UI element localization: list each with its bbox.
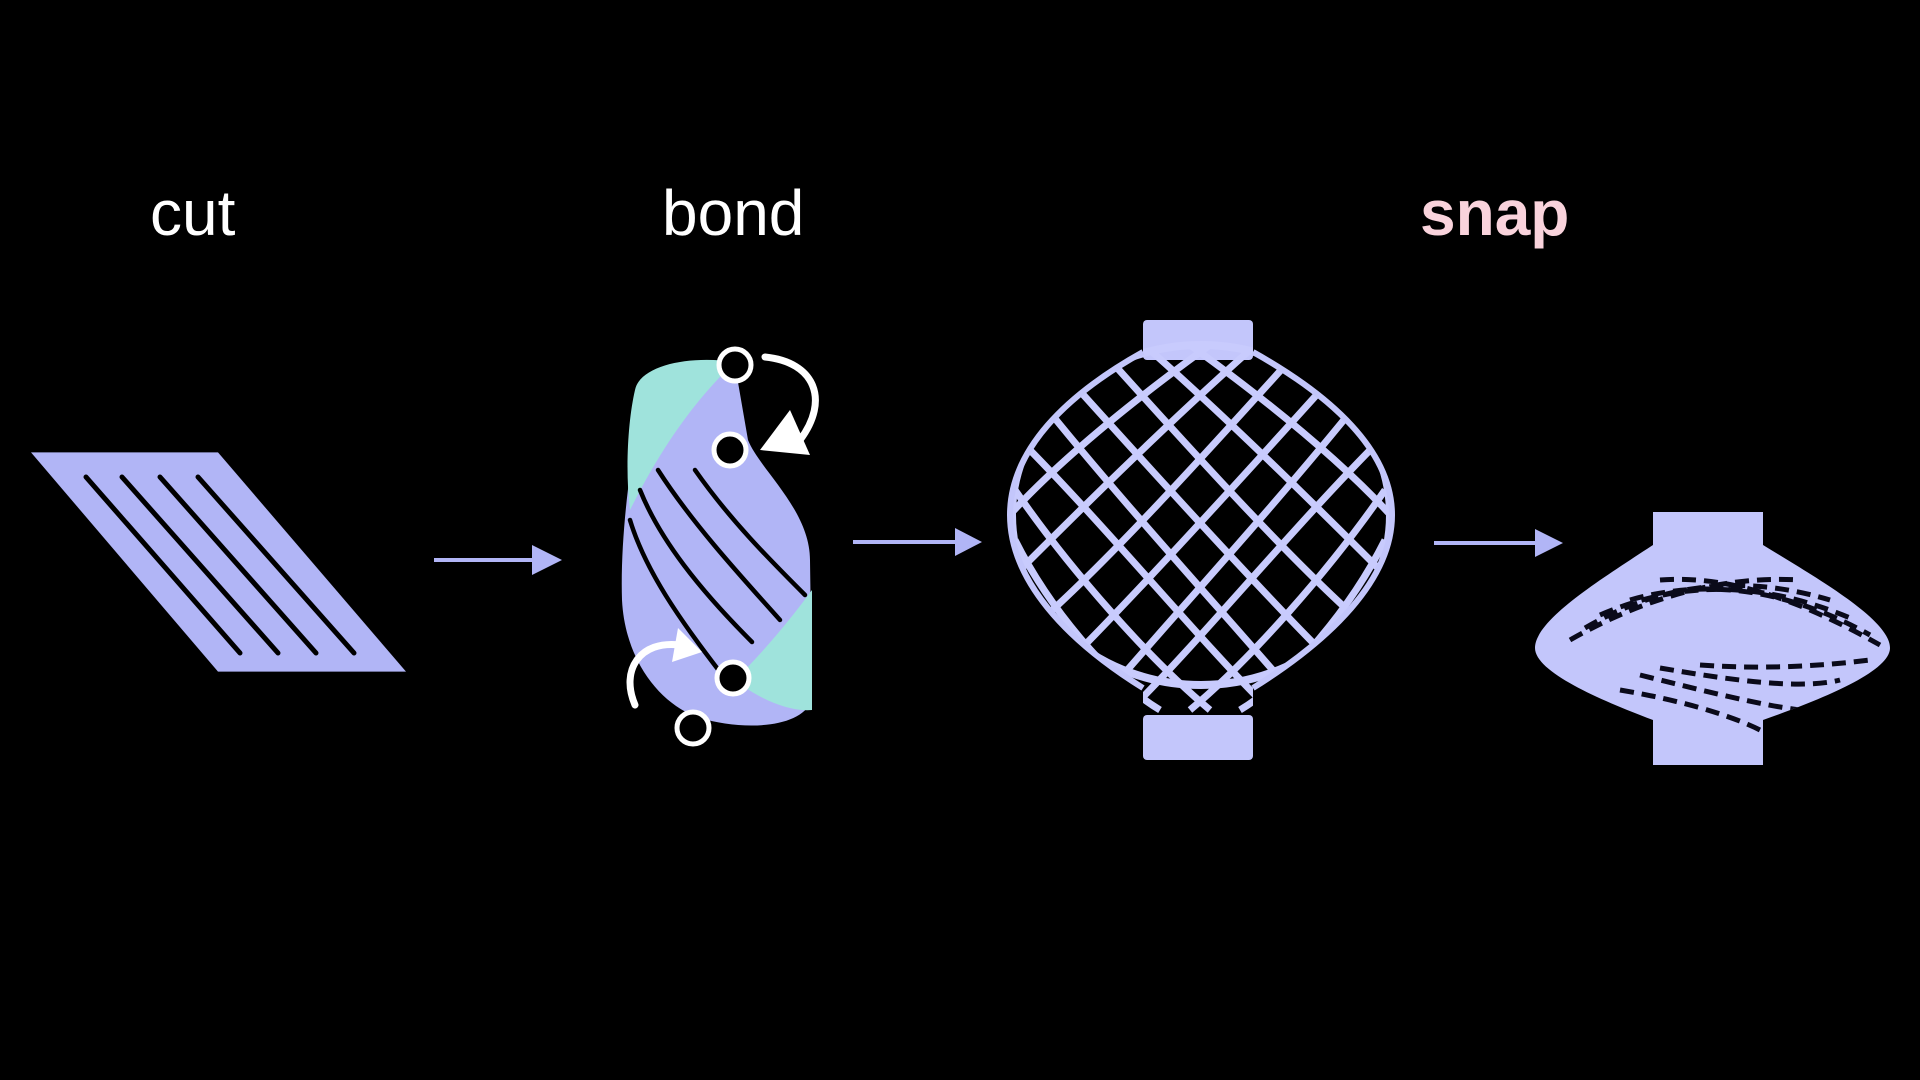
expanded-lantern-icon — [1006, 320, 1396, 760]
arrow-right-icon — [1434, 529, 1563, 557]
step-label-cut: cut — [150, 177, 236, 249]
cut-sheet-icon — [31, 452, 406, 672]
bond-point-markers — [674, 346, 754, 747]
bonded-tube-icon — [621, 346, 819, 747]
arrow-right-icon — [434, 545, 562, 575]
snapped-lantern-icon — [1535, 512, 1890, 765]
arrow-right-icon — [853, 528, 982, 556]
step-label-bond: bond — [662, 177, 805, 249]
step-label-snap: snap — [1420, 177, 1570, 249]
